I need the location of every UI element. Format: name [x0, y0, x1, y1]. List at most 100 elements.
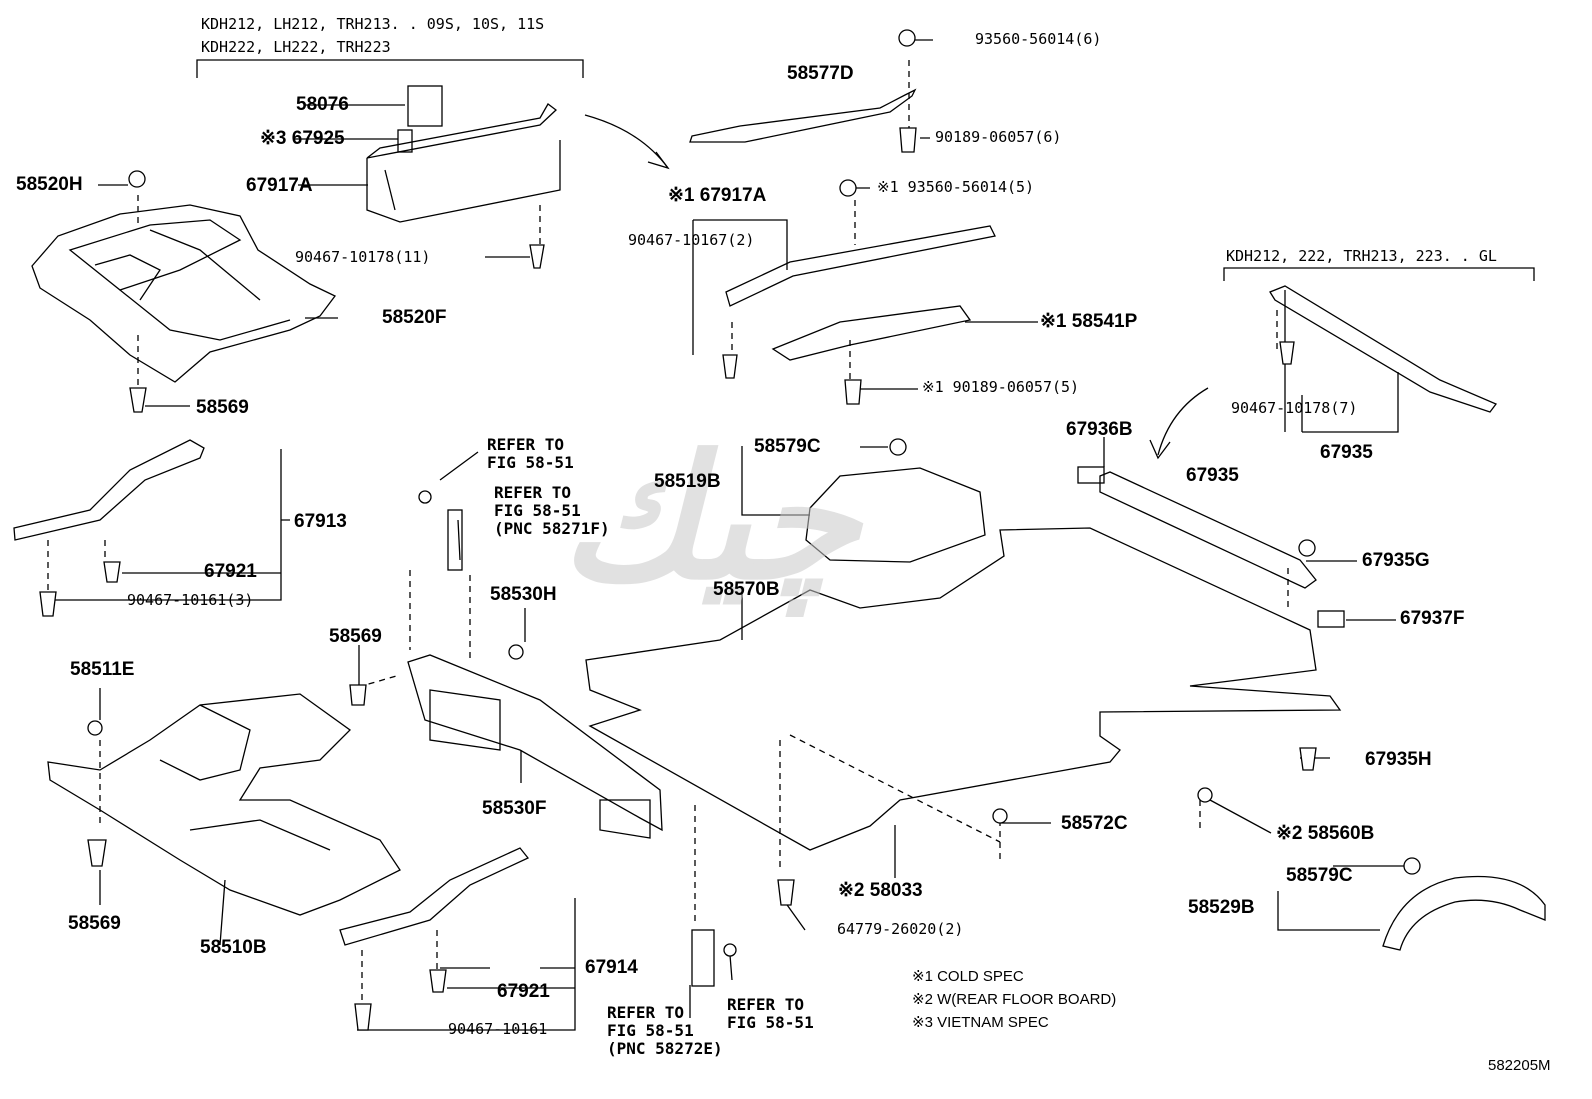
clip-90467-10161 — [354, 1003, 372, 1031]
note-vietnam-spec: ※3 VIETNAM SPEC — [912, 1014, 1049, 1031]
screw-93560-5 — [839, 179, 857, 197]
clip-64779-26020 — [777, 879, 795, 906]
strip-67917A-cold — [725, 225, 996, 307]
arrow-head-right — [1149, 439, 1171, 460]
clip-67921-top — [103, 561, 121, 583]
applicability-right: KDH212, 222, TRH213, 223. . GL — [1226, 247, 1497, 265]
label-67935-right[interactable]: 67935 — [1320, 442, 1373, 463]
strip-58577D — [689, 88, 917, 143]
label-58579C-top[interactable]: 58579C — [754, 436, 821, 457]
arrow-right — [1157, 387, 1209, 456]
label-90467-10178-7[interactable]: 90467-10178(7) — [1231, 399, 1358, 417]
label-67913[interactable]: 67913 — [294, 511, 347, 532]
note-cold-spec: ※1 COLD SPEC — [912, 968, 1024, 985]
label-58033[interactable]: ※2 58033 — [838, 880, 923, 901]
refer-note-1[interactable]: REFER TO FIG 58-51 — [487, 435, 574, 472]
arrow-top — [584, 114, 669, 169]
strip-67935-mid — [1099, 471, 1317, 589]
label-93560-56014-5[interactable]: ※1 93560-56014(5) — [877, 178, 1035, 196]
label-58570B[interactable]: 58570B — [713, 579, 780, 600]
clip-67921-bottom — [429, 969, 447, 993]
label-90467-10161[interactable]: 90467-10161 — [448, 1020, 548, 1038]
label-58541P[interactable]: ※1 58541P — [1040, 311, 1138, 332]
label-90189-06057-6[interactable]: 90189-06057(6) — [935, 128, 1062, 146]
label-67917A-left[interactable]: 67917A — [246, 175, 313, 196]
clip-58569-mid — [349, 684, 367, 706]
label-58530H[interactable]: 58530H — [490, 584, 557, 605]
label-58519B[interactable]: 58519B — [654, 471, 721, 492]
watermark: ﭼﻴﻚ — [560, 424, 868, 614]
part-58541P — [771, 305, 972, 361]
label-58577D[interactable]: 58577D — [787, 63, 854, 84]
applicability-line1: KDH212, LH212, TRH213. . 09S, 10S, 11S — [201, 15, 545, 33]
clip-58520H — [128, 170, 146, 188]
tunnel-58530F — [407, 654, 663, 839]
clip-58572C — [992, 808, 1008, 824]
refer-note-4[interactable]: REFER TO FIG 58-51 — [727, 995, 814, 1032]
panel-67917A — [366, 85, 561, 223]
clip-ref4 — [723, 943, 737, 957]
arrow-head-top — [647, 151, 670, 170]
label-58076[interactable]: 58076 — [296, 94, 349, 115]
floor-mat-58570B — [585, 527, 1342, 851]
label-58569-bottom[interactable]: 58569 — [68, 913, 121, 934]
label-67921-bottom[interactable]: 67921 — [497, 981, 550, 1002]
label-58510B[interactable]: 58510B — [200, 937, 267, 958]
floor-cover-58510B — [47, 693, 401, 916]
screw-67935G — [1298, 539, 1316, 557]
figure-code: 582205M — [1488, 1057, 1551, 1074]
nut-90189-5 — [844, 379, 862, 405]
clip-ref1 — [418, 490, 432, 504]
label-58569-mid[interactable]: 58569 — [329, 626, 382, 647]
label-90467-10167-2[interactable]: 90467-10167(2) — [628, 231, 755, 249]
refer-note-2[interactable]: REFER TO FIG 58-51 (PNC 58271F) — [494, 483, 610, 538]
label-67925[interactable]: ※3 67925 — [260, 128, 345, 149]
label-58560B[interactable]: ※2 58560B — [1276, 823, 1375, 844]
pad-67937F — [1317, 610, 1345, 628]
clip-58511E — [87, 720, 103, 736]
nut-67935H — [1299, 747, 1317, 771]
strip-67935-right — [1269, 285, 1498, 413]
clip-90467-10161-3 — [39, 591, 57, 617]
screw-93560-6 — [898, 29, 916, 47]
label-90467-10178-11[interactable]: 90467-10178(11) — [295, 248, 431, 266]
label-64779-26020-2[interactable]: 64779-26020(2) — [837, 920, 964, 938]
label-58520F[interactable]: 58520F — [382, 307, 447, 328]
label-67937F[interactable]: 67937F — [1400, 608, 1465, 629]
step-67914 — [339, 847, 530, 946]
label-67917A-cold[interactable]: ※1 67917A — [668, 185, 767, 206]
label-67936B[interactable]: 67936B — [1066, 419, 1133, 440]
bracket-top-left — [196, 59, 584, 78]
label-58572C[interactable]: 58572C — [1061, 813, 1128, 834]
label-67935-mid[interactable]: 67935 — [1186, 465, 1239, 486]
clip-90467-10178-7 — [1279, 341, 1295, 365]
note-rear-floor-board: ※2 W(REAR FLOOR BOARD) — [912, 991, 1117, 1008]
label-67935H[interactable]: 67935H — [1365, 749, 1432, 770]
nut-90189-6 — [899, 127, 917, 153]
label-58579C-bottom[interactable]: 58579C — [1286, 865, 1353, 886]
label-58529B[interactable]: 58529B — [1188, 897, 1255, 918]
bracket-right — [1223, 267, 1535, 281]
label-67935G[interactable]: 67935G — [1362, 550, 1430, 571]
label-58530F[interactable]: 58530F — [482, 798, 547, 819]
label-58520H[interactable]: 58520H — [16, 174, 83, 195]
step-67913 — [13, 439, 205, 541]
bracket-58272E — [691, 929, 715, 987]
floor-cover-58520F — [31, 204, 336, 383]
label-67921-top[interactable]: 67921 — [204, 561, 257, 582]
label-93560-56014-6[interactable]: 93560-56014(6) — [975, 30, 1102, 48]
applicability-line2: KDH222, LH222, TRH223 — [201, 38, 391, 56]
label-90189-06057-5[interactable]: ※1 90189-06057(5) — [922, 378, 1080, 396]
label-58511E[interactable]: 58511E — [70, 659, 135, 680]
label-58569-top[interactable]: 58569 — [196, 397, 249, 418]
clip-90467-10178 — [529, 244, 545, 269]
wheelhouse-58529B — [1382, 875, 1546, 951]
clip-58569-bottom — [87, 839, 107, 867]
bracket-58271F — [447, 509, 463, 571]
clip-58579C-bottom — [1403, 857, 1421, 875]
label-90467-10161-3[interactable]: 90467-10161(3) — [127, 591, 254, 609]
label-67914[interactable]: 67914 — [585, 957, 638, 978]
refer-note-3[interactable]: REFER TO FIG 58-51 (PNC 58272E) — [607, 1003, 723, 1058]
clip-58560B — [1197, 787, 1213, 803]
